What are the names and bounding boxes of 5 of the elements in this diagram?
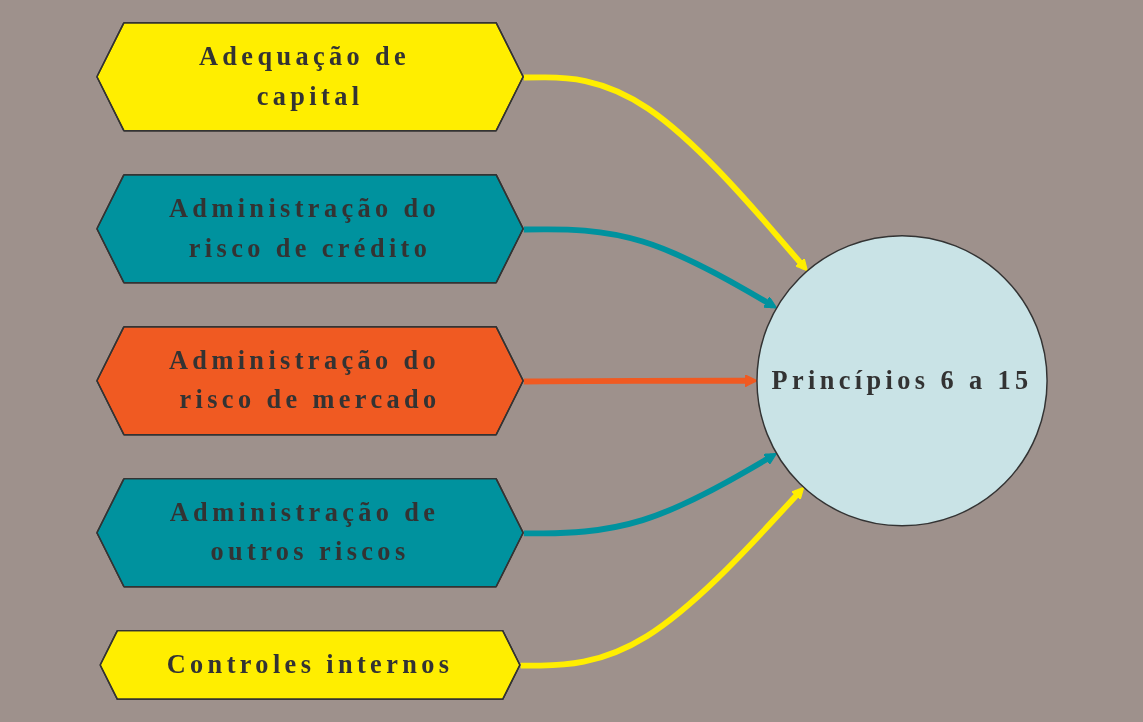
node-circle: Princípios 6 a 15 (755, 234, 1048, 527)
arrow (523, 226, 777, 309)
arrow (523, 452, 777, 537)
arrow (523, 74, 808, 272)
arrow (520, 486, 804, 669)
